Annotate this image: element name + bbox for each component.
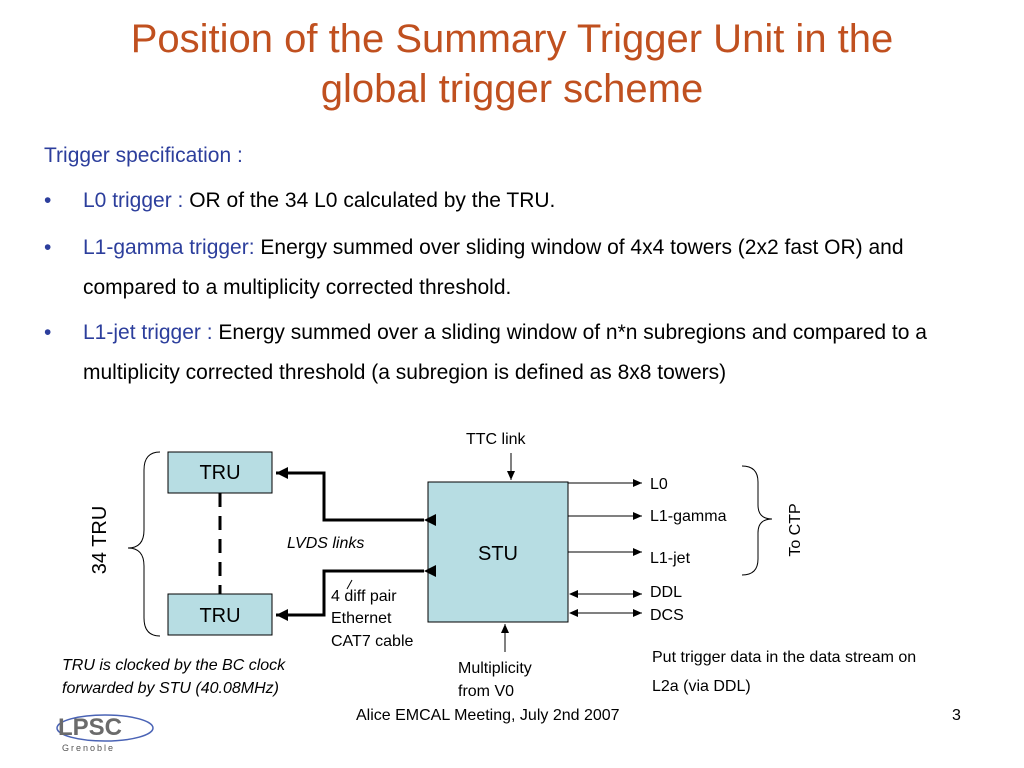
bullet-body: Energy summed over sliding window of 4x4… — [83, 236, 904, 299]
title-line-2: global trigger scheme — [320, 67, 704, 111]
cable-tick — [346, 579, 353, 590]
logo-swoosh — [56, 714, 154, 742]
multiplicity-label-2: from V0 — [458, 683, 514, 700]
lpsc-logo: LPSC Grenoble — [50, 708, 160, 759]
clock-note: TRU is clocked by the BC clock forwarded… — [62, 654, 285, 700]
logo-main-text: LPSC — [58, 714, 122, 741]
bullet-label: L1-jet trigger : — [83, 321, 213, 344]
output-l0-label: L0 — [650, 476, 668, 493]
clock-note-line-2: forwarded by STU (40.08MHz) — [62, 680, 279, 697]
output-ddl-label: DDL — [650, 584, 682, 601]
ctp-brace — [741, 465, 773, 576]
slide-title: Position of the Summary Trigger Unit in … — [40, 14, 984, 114]
clock-note-line-1: TRU is clocked by the BC clock — [62, 657, 286, 674]
tru-bottom-box — [167, 593, 273, 636]
tru-top-label: TRU — [199, 462, 240, 484]
bullet-l1-jet: • L1-jet trigger : Energy summed over a … — [44, 313, 994, 433]
lvds-links-label: LVDS links — [287, 535, 364, 552]
bullet-glyph: • — [44, 236, 52, 259]
lvds-link-bottom — [276, 565, 436, 621]
bullet-l1-gamma: • L1-gamma trigger: Energy summed over s… — [44, 228, 994, 308]
stream-note-line-2: L2a (via DDL) — [652, 678, 751, 695]
stu-box — [427, 481, 569, 623]
output-dcs-label: DCS — [650, 607, 684, 624]
bullet-text: L1-gamma trigger: Energy summed over sli… — [83, 228, 993, 308]
stream-note-line-1: Put trigger data in the data stream on — [652, 649, 917, 666]
stream-note: Put trigger data in the data stream on L… — [652, 643, 916, 701]
cable-label-3: CAT7 cable — [331, 633, 414, 650]
bullet-body: OR of the 34 L0 calculated by the TRU. — [183, 189, 556, 212]
multiplicity-label-1: Multiplicity — [458, 660, 532, 677]
bullet-l0: • L0 trigger : OR of the 34 L0 calculate… — [44, 181, 994, 221]
page-number: 3 — [952, 707, 961, 724]
output-l1jet-label: L1-jet — [650, 550, 691, 567]
tru-group-brace — [127, 451, 161, 637]
to-ctp-label: To CTP — [787, 503, 804, 556]
spec-heading: Trigger specification : — [44, 144, 243, 167]
bullet-label: L1-gamma trigger: — [83, 236, 255, 259]
bullet-body: Energy summed over a sliding window of n… — [83, 321, 927, 384]
logo-sub-text: Grenoble — [62, 743, 115, 753]
cable-label-1: 4 diff pair — [331, 588, 397, 605]
footer-meeting: Alice EMCAL Meeting, July 2nd 2007 — [356, 707, 620, 724]
bullet-label: L0 trigger : — [83, 189, 184, 212]
bullet-text: L0 trigger : OR of the 34 L0 calculated … — [83, 181, 993, 221]
output-l1gamma-label: L1-gamma — [650, 508, 727, 525]
stu-label: STU — [478, 543, 518, 565]
lvds-link-top — [276, 467, 436, 526]
tru-bottom-label: TRU — [199, 605, 240, 627]
title-line-1: Position of the Summary Trigger Unit in … — [130, 17, 894, 61]
bullet-text: L1-jet trigger : Energy summed over a sl… — [83, 313, 993, 393]
tru-count-label: 34 TRU — [89, 506, 111, 575]
ttc-link-label: TTC link — [466, 431, 527, 448]
bullet-glyph: • — [44, 321, 52, 344]
cable-label-2: Ethernet — [331, 610, 392, 627]
bullet-glyph: • — [44, 189, 52, 212]
